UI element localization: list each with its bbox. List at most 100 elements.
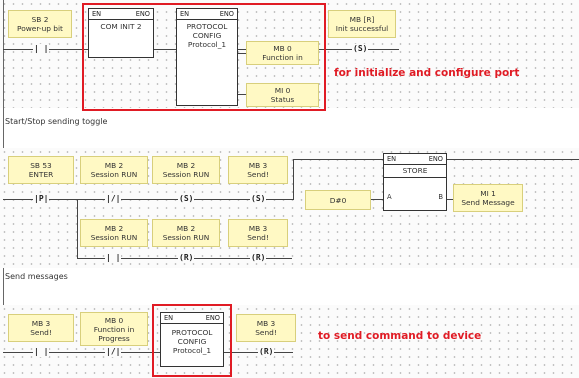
highlight-box — [82, 3, 326, 111]
label-line: ENTER — [28, 170, 54, 179]
block-title: STORE — [384, 166, 446, 178]
set-coil-symbol[interactable]: (S) — [178, 194, 195, 204]
label-line: Init successful — [335, 24, 389, 33]
annotation-initialize: for initialize and configure port — [334, 67, 520, 79]
label-line: MB 2 — [176, 224, 196, 233]
block-header: EN ENO — [161, 313, 223, 324]
wire — [447, 159, 579, 160]
contact-mb2-label[interactable]: MB 2 Session RUN — [80, 156, 148, 184]
label-line: MB 2 — [176, 161, 196, 170]
wire — [447, 199, 453, 200]
label-line: MB 2 — [104, 224, 124, 233]
pin-b: B — [438, 193, 443, 201]
label-line: MB 0 — [104, 315, 124, 325]
set-coil-symbol[interactable]: (S) — [250, 194, 267, 204]
annotation-send-command: to send command to device — [318, 330, 482, 342]
block-title-line: Protocol_1 — [187, 40, 227, 49]
label-line: Send! — [30, 328, 52, 337]
en-pin: EN — [92, 10, 102, 18]
wire — [293, 159, 294, 200]
reset-coil-symbol[interactable]: (R) — [250, 253, 267, 263]
coil-mb3-set-label[interactable]: MB 3 Send! — [228, 156, 288, 184]
contact-sb53-label[interactable]: SB 53 ENTER — [8, 156, 74, 184]
symbol-text: P — [38, 194, 44, 203]
block-title-line: CONFIG — [177, 337, 207, 346]
en-pin: EN — [387, 155, 397, 163]
contact-sb2-label[interactable]: SB 2 Power-up bit — [8, 10, 72, 38]
label-line: MB 0 — [273, 44, 292, 53]
block-header: EN ENO — [177, 9, 237, 20]
label-line: MB 3 — [248, 161, 268, 170]
wire — [154, 49, 176, 50]
block-title-line: PROTOCOL — [171, 328, 213, 337]
label-line: Send Message — [461, 198, 515, 207]
label-line: MB [R] — [349, 15, 375, 24]
coil-mb2-reset-label[interactable]: MB 2 Session RUN — [152, 219, 220, 247]
block-header: EN ENO — [89, 9, 153, 20]
label-line: Session RUN — [90, 170, 138, 179]
label-line: MI 0 — [274, 86, 291, 95]
wire — [3, 199, 293, 200]
wire — [293, 159, 383, 160]
protocol-config-block[interactable]: EN ENO PROTOCOL CONFIG Protocol_1 — [160, 312, 224, 367]
symbol-text: / — [110, 194, 116, 203]
wire — [77, 199, 78, 258]
contact-mb2-b-label[interactable]: MB 2 Session RUN — [80, 219, 148, 247]
coil-mb2-set-label[interactable]: MB 2 Session RUN — [152, 156, 220, 184]
nc-contact-symbol[interactable]: |/| — [105, 194, 122, 204]
rising-edge-contact-symbol[interactable]: |P| — [33, 194, 50, 204]
label-line: Progress — [98, 333, 130, 343]
coil-mb-r-label[interactable]: MB [R] Init successful — [328, 10, 396, 38]
symbol-text: / — [110, 347, 116, 356]
rung-caption: Send messages — [5, 272, 68, 281]
reset-coil-symbol[interactable]: (R) — [258, 347, 275, 357]
coil-mb3-reset-label[interactable]: MB 3 Send! — [236, 314, 296, 342]
block-title-line: Protocol_1 — [172, 346, 212, 355]
no-contact-symbol[interactable]: | | — [105, 253, 122, 263]
contact-mb3-label[interactable]: MB 3 Send! — [8, 314, 74, 342]
label-line: MB 3 — [31, 319, 51, 328]
label-line: Send! — [255, 328, 277, 337]
block-title: COM INIT 2 — [100, 22, 142, 31]
label-line: Status — [270, 95, 295, 104]
input-function-in[interactable]: MB 0 Function in — [246, 41, 319, 65]
label-line: MI 1 — [480, 189, 496, 198]
label-line: Power-up bit — [17, 24, 63, 33]
eno-pin: ENO — [219, 10, 234, 18]
block-title-line: PROTOCOL — [186, 22, 228, 31]
protocol-config-block[interactable]: EN ENO PROTOCOL CONFIG Protocol_1 — [176, 8, 238, 106]
label-line: Function in — [262, 53, 303, 62]
label-line: SB 2 — [31, 15, 49, 24]
en-pin: EN — [164, 314, 174, 322]
en-pin: EN — [180, 10, 190, 18]
constant-d0[interactable]: D#0 — [305, 190, 371, 210]
eno-pin: ENO — [428, 155, 443, 163]
com-init-block[interactable]: EN ENO COM INIT 2 — [88, 8, 154, 58]
label-line: MB 3 — [256, 319, 276, 328]
contact-mb0-label[interactable]: MB 0 Function in Progress — [80, 312, 148, 346]
label-line: MB 2 — [104, 161, 124, 170]
nc-contact-symbol[interactable]: |/| — [105, 347, 122, 357]
eno-pin: ENO — [135, 10, 150, 18]
wire — [238, 53, 246, 54]
label-line: Function in — [93, 324, 135, 334]
highlight-box — [152, 304, 232, 377]
no-contact-symbol[interactable]: | | — [33, 347, 50, 357]
reset-coil-symbol[interactable]: (R) — [178, 253, 195, 263]
output-send-message[interactable]: MI 1 Send Message — [453, 184, 523, 212]
label-line: Send! — [247, 233, 269, 242]
coil-mb3-reset-label[interactable]: MB 3 Send! — [228, 219, 288, 247]
eno-pin: ENO — [205, 314, 220, 322]
label-line: Session RUN — [162, 170, 210, 179]
label-line: Send! — [247, 170, 269, 179]
contact-sb2-symbol[interactable]: | | — [33, 44, 50, 54]
label-line: SB 53 — [30, 161, 52, 170]
label-line: Session RUN — [162, 233, 210, 242]
input-status[interactable]: MI 0 Status — [246, 83, 319, 107]
label-line: Session RUN — [90, 233, 138, 242]
label-line: MB 3 — [248, 224, 268, 233]
pin-a: A — [387, 193, 392, 201]
block-header: EN ENO — [384, 154, 446, 165]
store-block[interactable]: EN ENO STORE A B — [383, 153, 447, 211]
set-coil-symbol[interactable]: (S) — [352, 44, 369, 54]
